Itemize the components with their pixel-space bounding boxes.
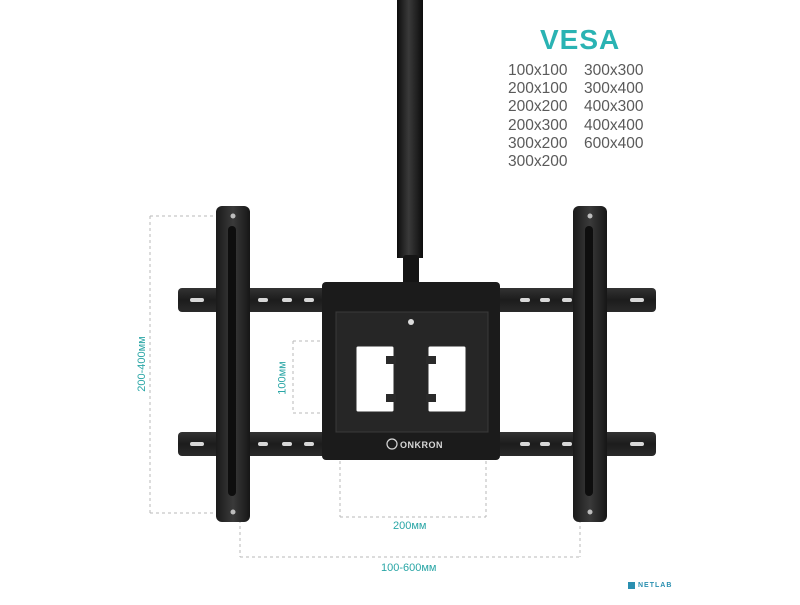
dimension-guides: [149, 215, 581, 558]
vesa-title: VESA: [540, 24, 621, 55]
onkron-logo: ONKRON: [400, 440, 443, 450]
vesa-size: 600x400: [584, 134, 644, 152]
vesa-size: 300x200: [508, 134, 568, 152]
bar-slots: [190, 298, 644, 446]
netlab-badge-icon: [628, 582, 635, 589]
vesa-size: 200x200: [508, 98, 568, 116]
vesa-size: 200x300: [508, 116, 568, 134]
vesa-sizes-right: 300x300 300x400 400x300 400x400 600x400: [584, 62, 643, 153]
left-vertical-rail: [216, 206, 250, 522]
dimension-height-range: 200-400мм: [135, 336, 148, 392]
dimension-width-range: 100-600мм: [381, 562, 437, 574]
plate-openings: [355, 345, 467, 413]
dimension-inner-width: 200мм: [393, 520, 427, 532]
vesa-size: 400x300: [584, 98, 644, 116]
ceiling-pole: [397, 0, 423, 258]
dimension-inner-height: 100мм: [276, 361, 289, 395]
pole-joint: [403, 255, 419, 285]
vesa-sizes-left: 100x100 200x100 200x200 200x300 300x200 …: [508, 62, 567, 171]
vesa-size: 300x300: [584, 62, 644, 79]
vesa-size: 300x200: [508, 152, 568, 170]
vesa-size: 200x100: [508, 80, 568, 98]
vesa-size: 400x400: [584, 116, 644, 134]
vesa-size: 100x100: [508, 62, 568, 79]
onkron-logo-icon: [386, 438, 398, 450]
vesa-size: 300x400: [584, 80, 644, 98]
right-vertical-rail: [573, 206, 607, 522]
netlab-watermark: NETLAB: [638, 582, 673, 589]
